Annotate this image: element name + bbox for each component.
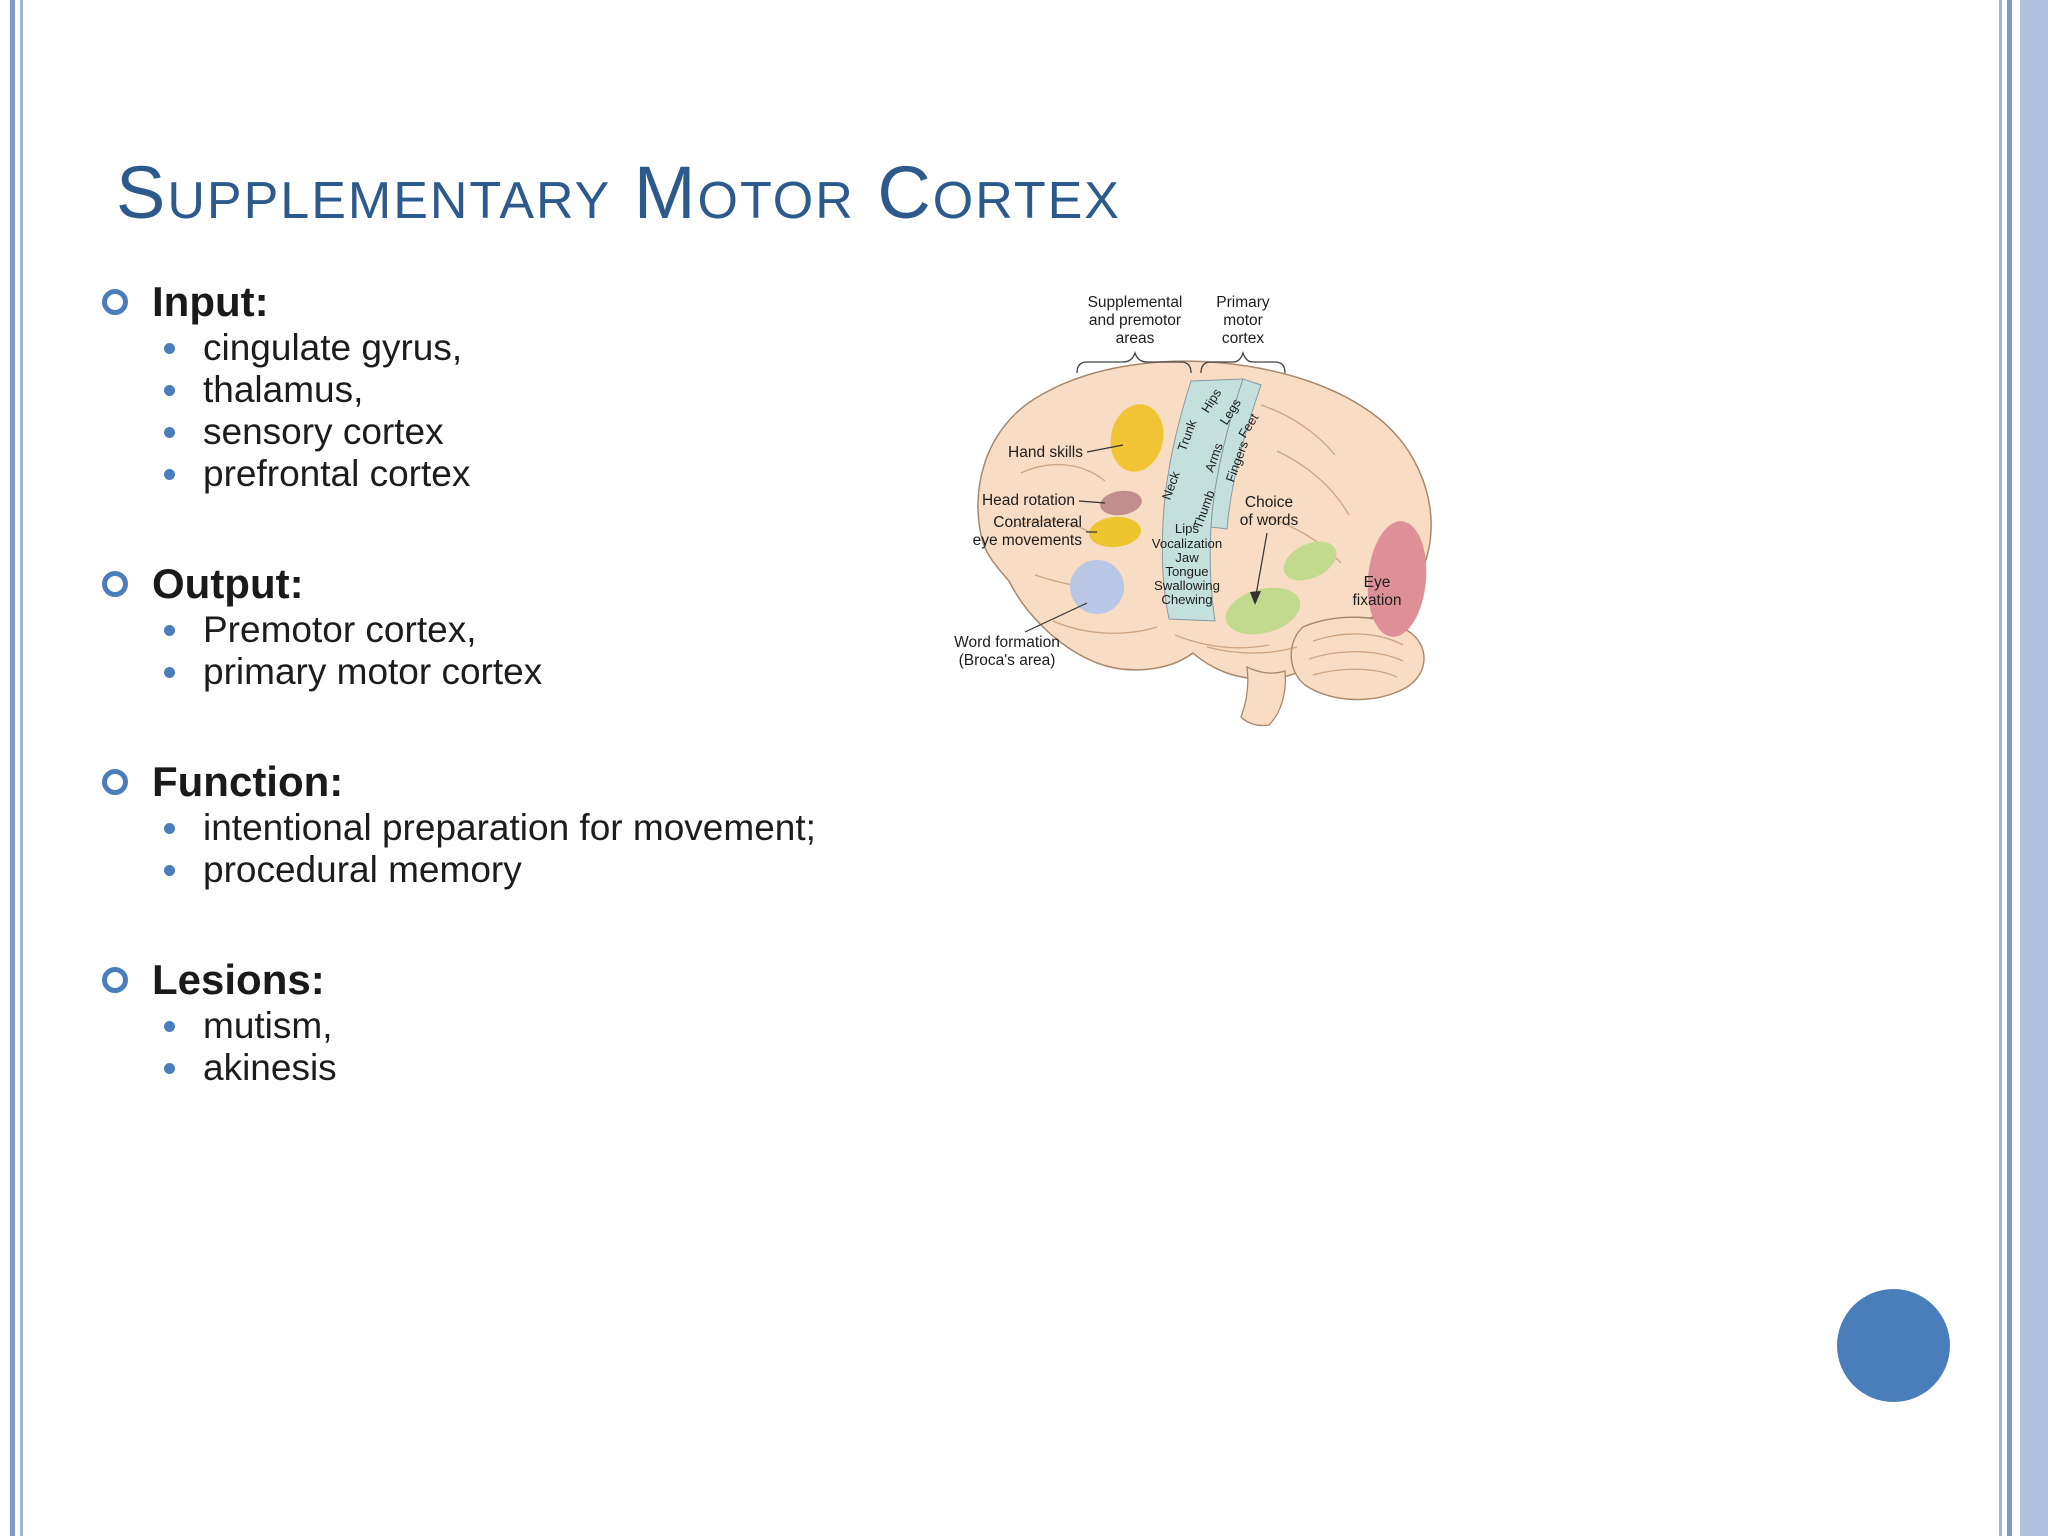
list-item: intentional preparation for movement; (164, 808, 922, 848)
list-item-label: Premotor cortex, (203, 609, 477, 650)
bullet-dot-icon (164, 624, 175, 636)
label-supplemental-line2: and premotor (1089, 312, 1181, 329)
label-choice-line2: of words (1240, 512, 1299, 529)
section-heading: Input: (152, 278, 269, 325)
list-item: prefrontal cortex (164, 454, 922, 494)
bullet-dot-icon (164, 468, 175, 480)
area-eye-fixation (1367, 521, 1427, 637)
label-primary-line1: Primary (1216, 294, 1270, 311)
list-item: cingulate gyrus, (164, 328, 922, 368)
label-word-formation-line1: Word formation (954, 634, 1060, 651)
section-input: Input: cingulate gyrus, thalamus, sensor… (102, 278, 922, 494)
section-heading: Output: (152, 560, 304, 607)
slide-body: Input: cingulate gyrus, thalamus, sensor… (102, 278, 922, 1154)
label-eye-fixation-line1: Eye (1364, 574, 1391, 591)
bullet-circle-icon (102, 571, 128, 597)
list-item: mutism, (164, 1006, 922, 1046)
label-head-rotation: Head rotation (982, 492, 1075, 509)
area-head-rotation (1100, 490, 1142, 516)
decorative-circle (1837, 1289, 1950, 1402)
section-lesions: Lesions: mutism, akinesis (102, 956, 922, 1088)
label-contralateral-line2: eye movements (973, 532, 1083, 549)
area-broca (1070, 560, 1124, 614)
list-item: Premotor cortex, (164, 610, 922, 650)
label-supplemental-line3: areas (1116, 330, 1155, 347)
area-contralateral-eye (1089, 516, 1141, 548)
bullet-dot-icon (164, 1062, 175, 1074)
brace-primary (1200, 350, 1286, 374)
left-edge-stripe-outer (10, 0, 15, 1536)
right-edge-band (2020, 0, 2048, 1536)
list-item: akinesis (164, 1048, 922, 1088)
section-function: Function: intentional preparation for mo… (102, 758, 922, 890)
area-choice-of-words-upper (1283, 541, 1337, 581)
brain-diagram: Neck Trunk Arms Fingers Thumb Hips Legs … (925, 275, 1497, 735)
left-edge-stripe-inner (20, 0, 23, 1536)
strip-word-vocalization: Vocalization (1152, 536, 1222, 551)
list-item: sensory cortex (164, 412, 922, 452)
label-contralateral-line1: Contralateral (993, 514, 1082, 531)
page-title: Supplementary Motor Cortex (116, 151, 1121, 234)
section-heading: Lesions: (152, 956, 325, 1003)
leader-choice-arrowhead (1250, 591, 1261, 605)
label-supplemental-line1: Supplemental (1088, 294, 1183, 311)
label-choice-line1: Choice (1245, 494, 1293, 511)
label-primary-line2: motor (1223, 312, 1263, 329)
bullet-dot-icon (164, 426, 175, 438)
label-hand-skills: Hand skills (1008, 444, 1083, 461)
bullet-circle-icon (102, 289, 128, 315)
label-word-formation-line2: (Broca's area) (959, 652, 1056, 669)
bullet-dot-icon (164, 822, 175, 834)
strip-word-swallowing: Swallowing (1154, 578, 1220, 593)
brace-supplemental (1076, 350, 1192, 374)
area-choice-of-words-lower (1225, 587, 1301, 635)
strip-word-tongue: Tongue (1165, 564, 1208, 579)
section-output: Output: Premotor cortex, primary motor c… (102, 560, 922, 692)
list-item-label: cingulate gyrus, (203, 327, 463, 368)
list-item-label: sensory cortex (203, 411, 444, 452)
bullet-dot-icon (164, 864, 175, 876)
bullet-circle-icon (102, 967, 128, 993)
list-item-label: mutism, (203, 1005, 333, 1046)
leader-head-rotation (1078, 500, 1106, 504)
bullet-dot-icon (164, 342, 175, 354)
bullet-dot-icon (164, 384, 175, 396)
brainstem (1240, 665, 1287, 727)
list-item-label: procedural memory (203, 849, 522, 890)
list-item-label: akinesis (203, 1047, 337, 1088)
right-edge-stripe-inner (1999, 0, 2002, 1536)
strip-word-jaw: Jaw (1175, 550, 1199, 565)
leader-hand-skills (1086, 444, 1124, 453)
list-item: procedural memory (164, 850, 922, 890)
leader-choice (1255, 532, 1268, 596)
area-hand-skills (1110, 404, 1164, 472)
bullet-dot-icon (164, 1020, 175, 1032)
list-item-label: intentional preparation for movement; (203, 807, 816, 848)
motor-strip-medial (1210, 378, 1262, 530)
section-heading: Function: (152, 758, 344, 805)
list-item-label: prefrontal cortex (203, 453, 471, 494)
leader-word-formation (1024, 602, 1088, 633)
strip-word-chewing: Chewing (1161, 592, 1212, 607)
label-primary-line3: cortex (1222, 330, 1264, 347)
list-item: primary motor cortex (164, 652, 922, 692)
label-eye-fixation-line2: fixation (1352, 592, 1401, 609)
strip-word-lips: Lips (1175, 521, 1200, 536)
list-item-label: primary motor cortex (203, 651, 543, 692)
bullet-circle-icon (102, 769, 128, 795)
cerebellum-folds (1308, 633, 1404, 678)
right-edge-stripe-outer (2007, 0, 2012, 1536)
list-item: thalamus, (164, 370, 922, 410)
bullet-dot-icon (164, 666, 175, 678)
list-item-label: thalamus, (203, 369, 364, 410)
